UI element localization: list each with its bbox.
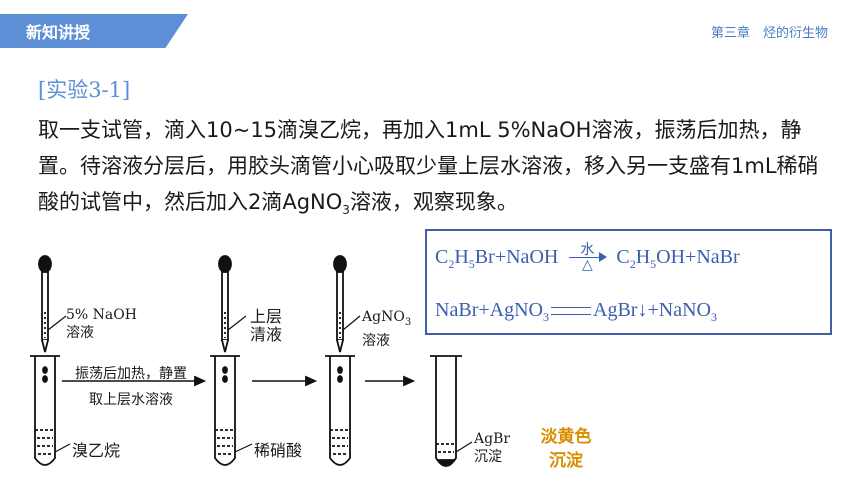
dropper-1-label: 5% NaOH 溶液 [66,306,137,342]
description-part1: 取一支试管，滴入10~15滴溴乙烷，再加入1mL 5%NaOH溶液，振荡后加热，… [38,118,819,214]
step-1-label-line1: 振荡后加热，静置 [75,366,187,382]
equation-2: NaBr+AgNO3 AgBr↓+NaNO3 [435,299,717,325]
result-label: 淡黄色 沉淀 [532,425,600,473]
step-arrow-1 [62,375,207,387]
step-1-label: 振荡后加热，静置 取上层水溶液 [66,365,196,409]
dropper-3 [333,255,361,353]
eq1-condition-water: 水 [580,243,595,258]
step-arrow-2 [252,375,318,387]
section-tab: 新知讲授 [0,14,188,48]
eq1-reactants: C2H5Br+NaOH [435,245,559,271]
description-part2: 溶液，观察现象。 [349,190,518,214]
result-label-line2: 沉淀 [549,451,583,471]
eq2-equals-sign [551,307,591,316]
test-tube-4 [430,355,473,467]
equation-box: C2H5Br+NaOH 水 △ C2H5OH+NaBr NaBr+AgNO3 Ag… [425,229,832,335]
eq1-products: C2H5OH+NaBr [616,245,740,271]
test-tube-1 [30,355,71,466]
tube-4-label-line2: 沉淀 [474,449,502,465]
test-tube-3 [325,355,355,466]
eq1-arrow-line [569,257,606,258]
test-tube-2 [210,355,253,466]
dropper-1-label-line1: 5% NaOH [66,307,137,323]
eq1-condition-heat: △ [581,258,593,273]
dropper-3-label-line1: AgNO3 [362,309,412,328]
eq1-arrow-head [599,252,608,262]
tube-4-label: AgBr 沉淀 [474,430,510,466]
dropper-1-label-line2: 溶液 [66,325,94,341]
description-subscript: 3 [342,203,350,218]
eq2-reactants: NaBr+AgNO3 [435,299,549,324]
experiment-description: 取一支试管，滴入10~15滴溴乙烷，再加入1mL 5%NaOH溶液，振荡后加热，… [38,112,828,228]
result-label-line1: 淡黄色 [540,427,592,447]
step-arrow-3 [365,375,416,387]
dropper-1 [38,255,67,353]
dropper-2-label-line1: 上层 [250,307,283,326]
dropper-3-label: AgNO3 溶液 [362,308,411,350]
equation-1: C2H5Br+NaOH 水 △ C2H5OH+NaBr [435,243,740,273]
tube-4-label-line1: AgBr [474,431,511,447]
tube-1-label: 溴乙烷 [72,441,121,460]
dropper-2-label-line2: 清液 [250,325,283,344]
tube-2-label: 稀硝酸 [254,441,303,460]
eq2-products: AgBr↓+NaNO3 [593,299,717,324]
dropper-2 [218,255,247,353]
chapter-label: 第三章 烃的衍生物 [710,26,828,41]
step-1-label-line2: 取上层水溶液 [89,392,173,408]
dropper-3-label-line2: 溶液 [362,332,390,349]
header-bar: 新知讲授 第三章 烃的衍生物 [0,0,860,60]
eq1-condition-arrow: 水 △ [569,243,608,273]
section-tab-label: 新知讲授 [26,23,91,42]
experiment-title: [实验3-1] [38,78,131,102]
apparatus-diagram [30,255,473,467]
dropper-2-label: 上层 清液 [250,308,282,344]
